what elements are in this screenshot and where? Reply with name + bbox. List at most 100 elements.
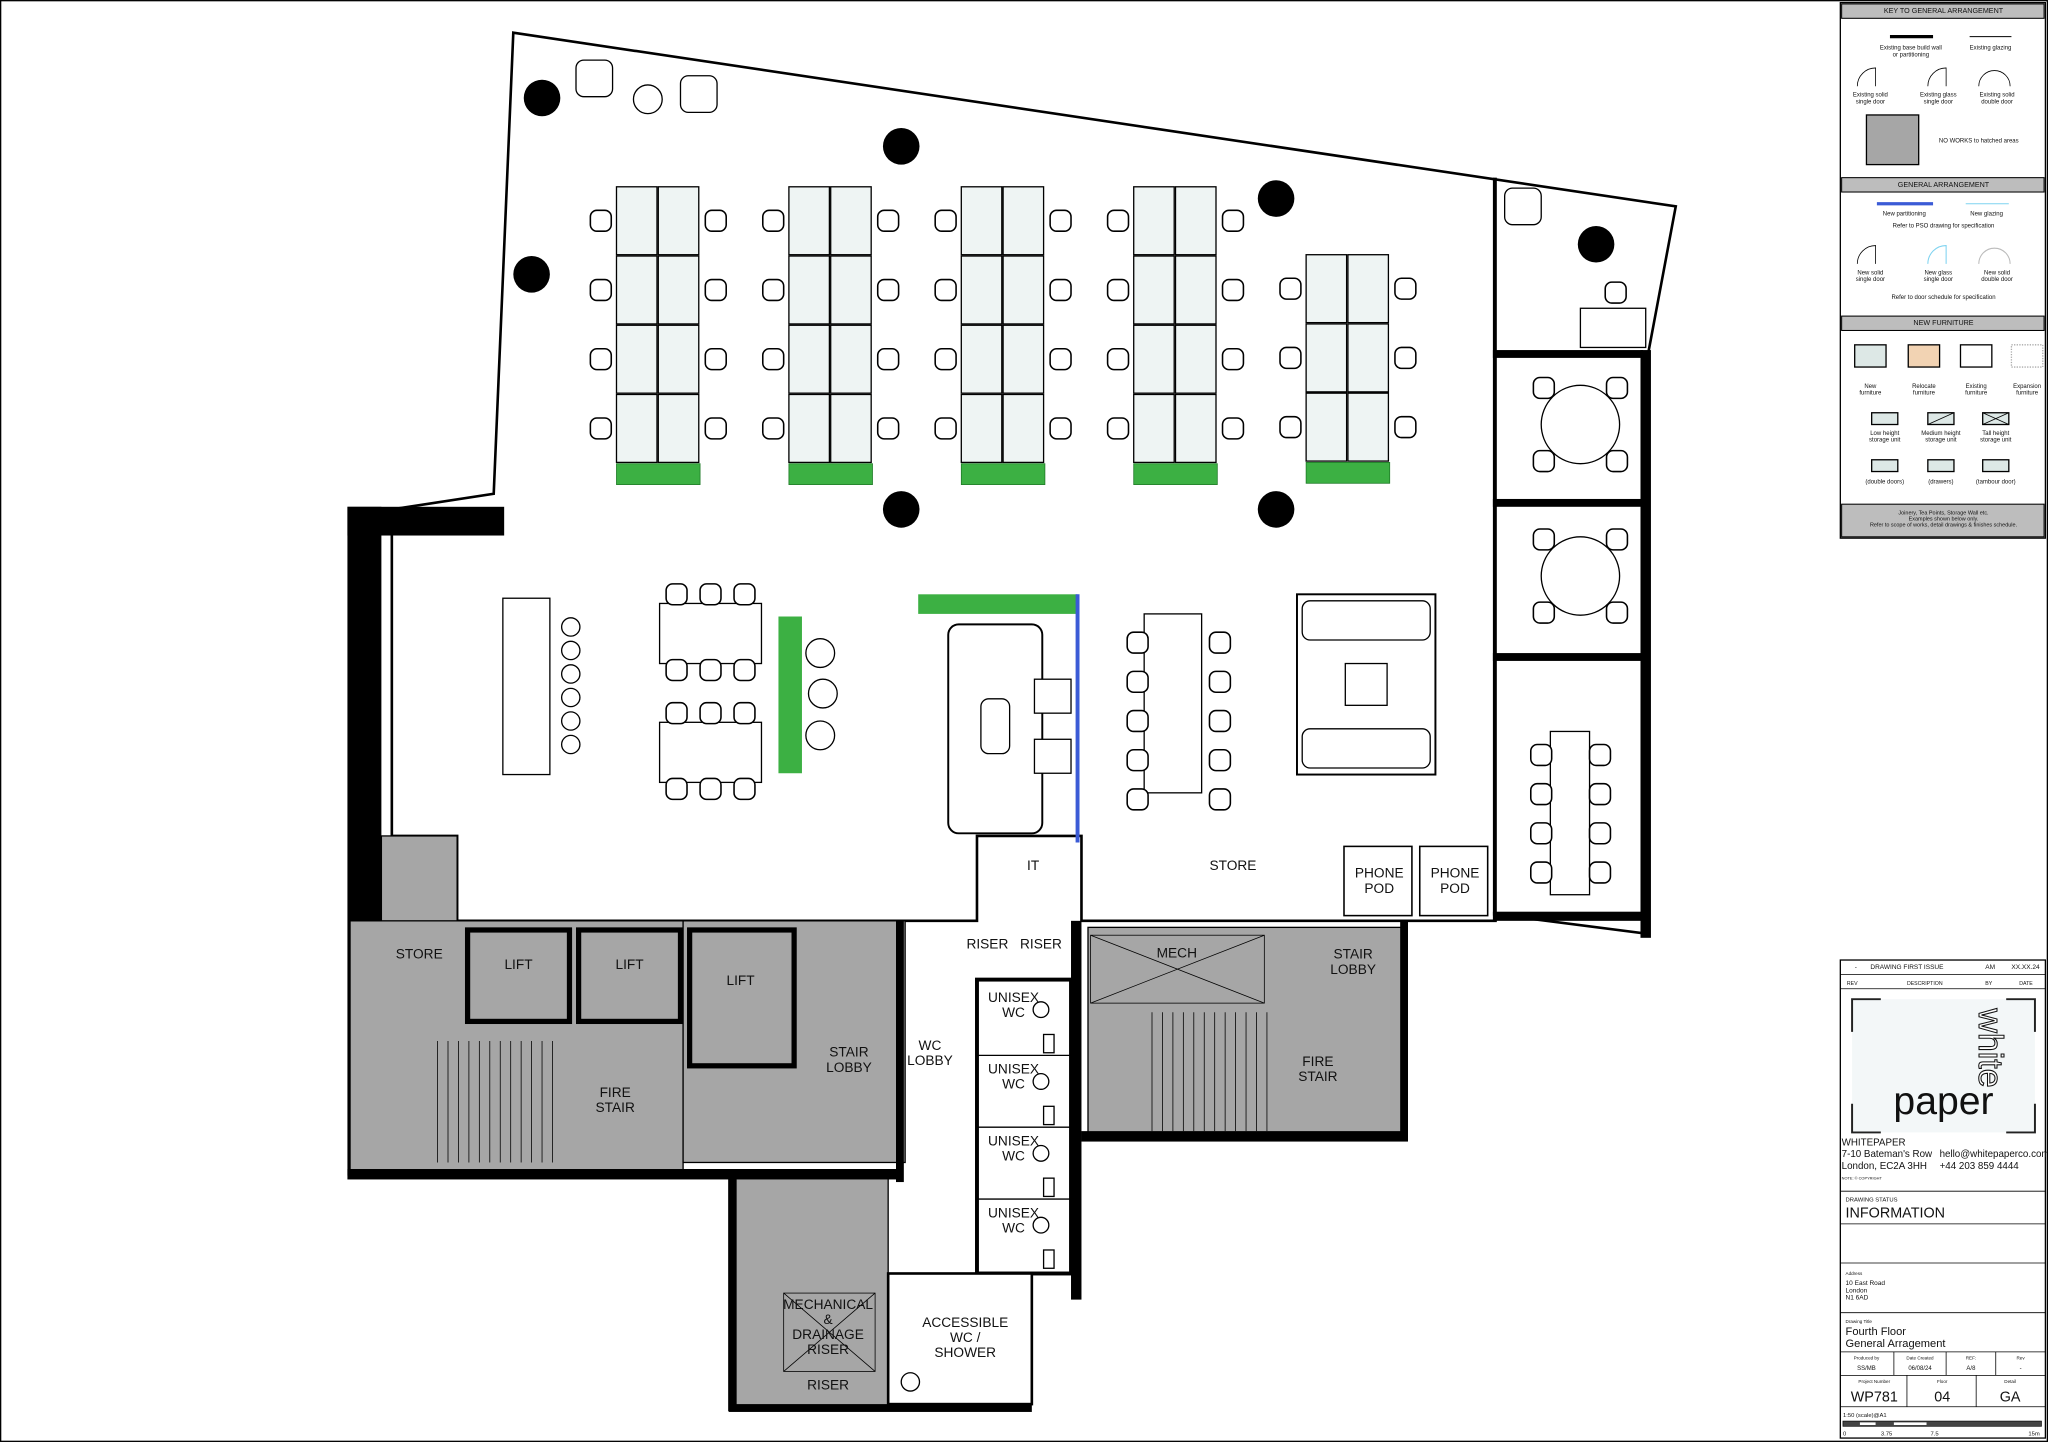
desk (830, 255, 872, 325)
header-date: DATE (2019, 981, 2033, 987)
chair-icon (1126, 748, 1149, 772)
chair-icon (1106, 347, 1130, 371)
coffee-table (980, 698, 1011, 755)
desk (615, 255, 658, 325)
chair-icon (1588, 861, 1612, 884)
desk (830, 324, 872, 394)
phone-pod-1 (1343, 845, 1413, 917)
desk (1174, 393, 1217, 464)
desk (615, 393, 658, 464)
chair-icon (1279, 277, 1302, 300)
stool-icon (560, 734, 581, 755)
desk (615, 324, 658, 394)
planter (616, 463, 701, 485)
legend-refer-door: Refer to door schedule for specification (1891, 295, 1995, 301)
copyright-note: NOTE: © COPYRIGHT (1842, 1175, 1883, 1180)
legend-new-glazing: New glazing (1970, 212, 2003, 218)
drawing-status-label: DRAWING STATUS (1846, 1198, 1898, 1204)
legend-new-furniture-swatch (1854, 344, 1887, 368)
legend-footer-box (1841, 503, 2045, 538)
ref-label: REF: (1966, 1356, 1976, 1361)
legend-no-works-swatch (1865, 114, 1920, 166)
column-icon (523, 79, 561, 117)
desk (788, 186, 831, 256)
rev-by: AM (1985, 964, 1995, 971)
planter (1133, 463, 1218, 485)
column-icon (882, 491, 920, 528)
stool-icon (560, 640, 581, 661)
chair-icon (1279, 346, 1302, 370)
header-rev: REV (1847, 981, 1858, 987)
whitepaper-logo: paper white (1851, 998, 2036, 1134)
chair-icon (1605, 449, 1629, 473)
chair-icon (1126, 709, 1149, 733)
chair-icon (1221, 347, 1245, 371)
storage-unit-icon (1982, 459, 2010, 473)
chair-icon (1049, 278, 1072, 302)
room-label-it: IT (1027, 858, 1040, 873)
column-icon (1257, 180, 1295, 217)
armchair-icon (1033, 738, 1072, 774)
planter (960, 463, 1046, 485)
chair-icon (699, 777, 722, 801)
chair-icon (589, 347, 613, 371)
rev-number: - (1855, 964, 1857, 971)
desk (1174, 324, 1217, 394)
desk (788, 393, 831, 464)
basin-icon (1042, 1177, 1055, 1198)
chair-icon (699, 658, 722, 682)
desk (960, 186, 1003, 256)
desk (1133, 255, 1175, 325)
desk (1305, 392, 1348, 462)
chair-icon (761, 417, 785, 440)
desk (1174, 186, 1217, 256)
legend-existing-glazing: Existing glazing (1970, 46, 2012, 52)
scale-tick: 3.75 (1881, 1431, 1893, 1437)
wc-block (886, 977, 1073, 1406)
chair-icon (1106, 278, 1130, 302)
company-address: London, EC2A 3HH (1842, 1161, 1927, 1172)
toilet-icon (1032, 1216, 1050, 1234)
desk (788, 324, 831, 394)
chair-icon (699, 701, 722, 725)
ref-value: A/8 (1966, 1366, 1976, 1372)
planter (778, 616, 802, 774)
rev-date: XX.XX.24 (2011, 964, 2040, 971)
storage-unit-icon (1871, 459, 1899, 473)
chair-icon (1106, 417, 1130, 440)
project-number-label: Project Number (1858, 1379, 1890, 1384)
stool-icon (560, 711, 581, 731)
chair-icon (733, 658, 756, 682)
legend-tambour: (tambour door) (1976, 479, 2016, 485)
room-label-store: STORE (1209, 858, 1256, 873)
desk (1174, 255, 1217, 325)
desk (1133, 324, 1175, 394)
chair-icon (704, 209, 727, 232)
lounge-chair-icon (805, 638, 836, 669)
column-icon (513, 256, 550, 293)
chair-icon (1529, 822, 1553, 845)
legend-existing-furniture-swatch (1959, 344, 1993, 368)
lift-shafts (464, 927, 797, 1069)
date-created: 06/08/24 (1908, 1366, 1932, 1372)
basin-icon (1042, 1249, 1055, 1269)
chair-icon (1605, 528, 1629, 551)
chair-icon (934, 278, 957, 302)
chair-icon (699, 583, 722, 606)
basin-icon (1042, 1033, 1055, 1054)
desk (1347, 323, 1390, 393)
coffee-table (1344, 662, 1388, 706)
toilet-icon (1032, 1073, 1050, 1090)
chair-icon (876, 278, 900, 302)
chair-icon (1394, 346, 1417, 370)
desk (788, 255, 831, 325)
